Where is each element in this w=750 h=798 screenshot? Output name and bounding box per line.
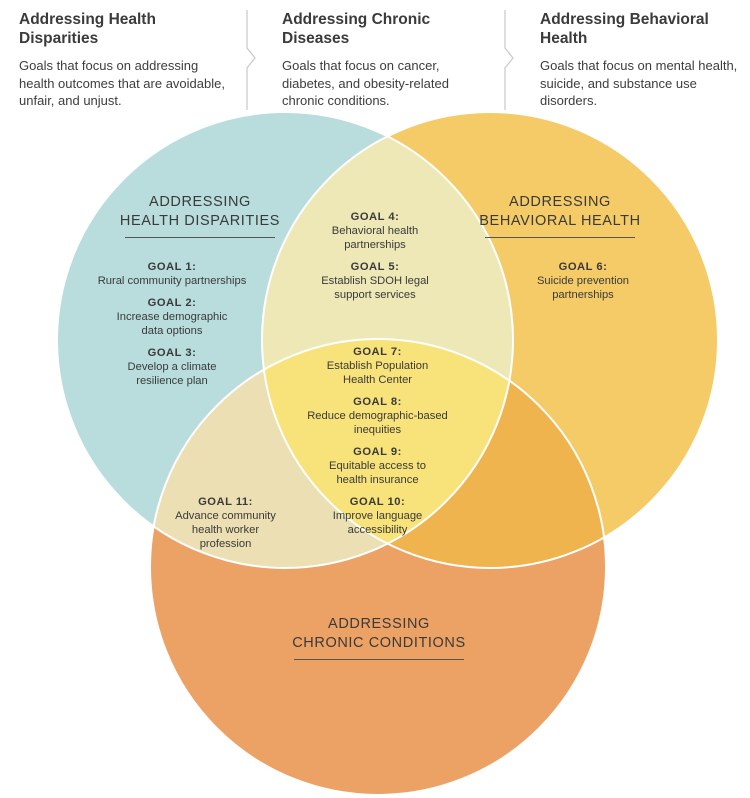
goal-11: GOAL 11: Advance community health worker… xyxy=(175,496,276,550)
header-description: Goals that focus on mental health, suici… xyxy=(540,58,738,108)
header-description: Goals that focus on addressing health ou… xyxy=(19,58,225,108)
goal-2: GOAL 2: Increase demographic data option… xyxy=(116,297,228,337)
goal-8: GOAL 8: Reduce demographic-based inequit… xyxy=(307,396,448,436)
goal-6: GOAL 6: Suicide prevention partnerships xyxy=(536,261,630,301)
circle-title-behavioral-health: ADDRESSING BEHAVIORAL HEALTH xyxy=(465,193,655,238)
header-title: Addressing Behavioral Health xyxy=(540,11,709,47)
header-chronic-diseases: Addressing Chronic Diseases Goals that f… xyxy=(282,10,502,110)
header-behavioral-health: Addressing Behavioral Health Goals that … xyxy=(540,10,745,110)
circle-title-line2: BEHAVIORAL HEALTH xyxy=(479,213,641,229)
header-description: Goals that focus on cancer, diabetes, an… xyxy=(282,58,449,108)
goal-9: GOAL 9: Equitable access to health insur… xyxy=(328,446,427,486)
circle-title-line2: CHRONIC CONDITIONS xyxy=(292,635,466,651)
outline-chronic xyxy=(149,338,607,796)
title-underline xyxy=(125,237,275,238)
circle-title-chronic-conditions: ADDRESSING CHRONIC CONDITIONS xyxy=(279,615,479,660)
outline-disparities xyxy=(56,111,514,569)
goal-7: GOAL 7: Establish Population Health Cent… xyxy=(326,346,429,386)
outline-behavioral xyxy=(261,111,719,569)
circle-title-line1: ADDRESSING xyxy=(328,616,430,632)
header-health-disparities: Addressing Health Disparities Goals that… xyxy=(19,10,244,110)
header-title: Addressing Health Disparities xyxy=(19,11,156,47)
chevron-right-icon xyxy=(246,10,256,110)
goal-10: GOAL 10: Improve language accessibility xyxy=(332,496,423,536)
circle-title-line2: HEALTH DISPARITIES xyxy=(119,213,281,229)
goal-3: GOAL 3: Develop a climate resilience pla… xyxy=(127,347,217,387)
goal-5: GOAL 5: Establish SDOH legal support ser… xyxy=(321,261,429,301)
header-title: Addressing Chronic Diseases xyxy=(282,11,431,47)
chevron-right-icon xyxy=(504,10,514,110)
goal-1: GOAL 1: Rural community partnerships xyxy=(97,261,247,287)
circle-title-line1: ADDRESSING xyxy=(509,194,611,210)
title-underline xyxy=(294,659,464,660)
circle-title-health-disparities: ADDRESSING HEALTH DISPARITIES xyxy=(105,193,295,238)
circle-title-line1: ADDRESSING xyxy=(149,194,251,210)
goal-4: GOAL 4: Behavioral health partnerships xyxy=(331,211,419,251)
title-underline xyxy=(485,237,635,238)
